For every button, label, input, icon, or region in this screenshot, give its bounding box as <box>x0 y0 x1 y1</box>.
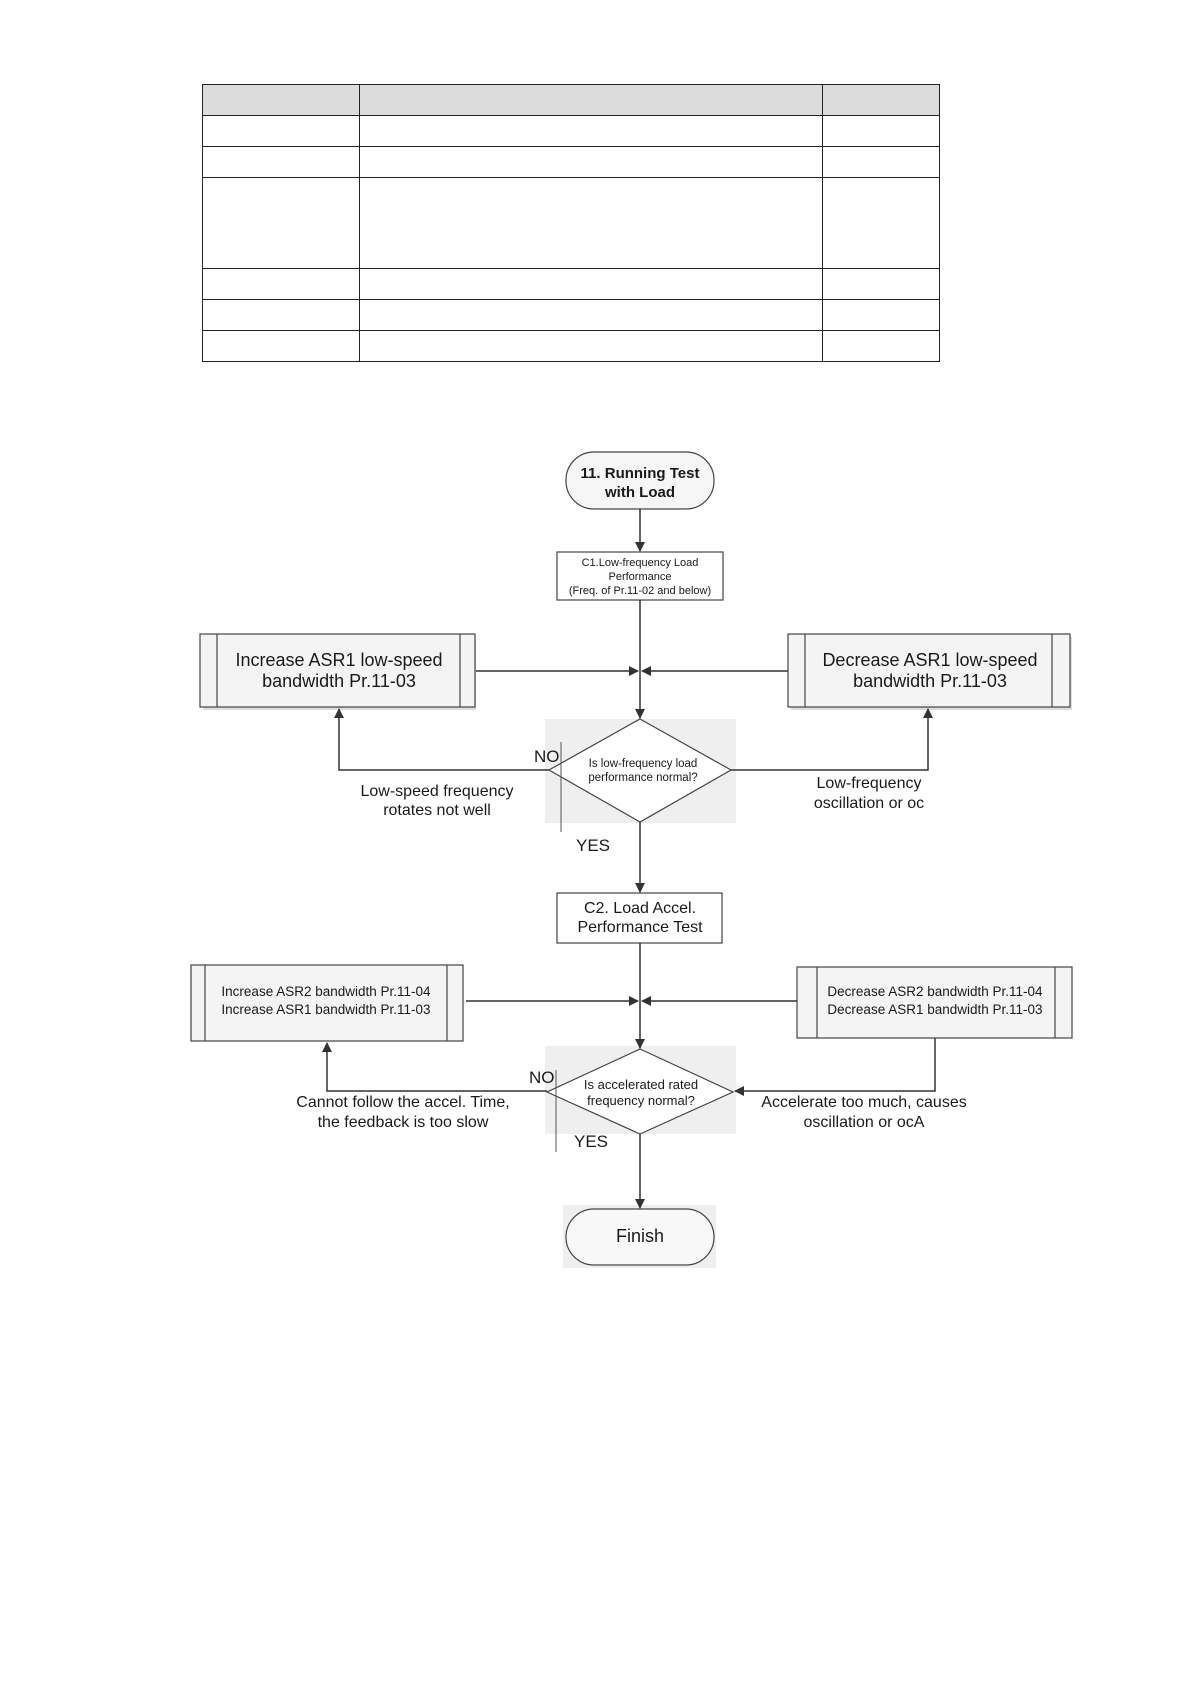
arrow-no2-to-increase-asr2 <box>322 1042 547 1092</box>
increase-asr2-line2: Increase ASR1 bandwidth Pr.11-03 <box>221 1002 430 1017</box>
yes1-label: YES <box>576 836 610 855</box>
increase-asr1-line2: bandwidth Pr.11-03 <box>262 671 416 691</box>
start-label-line1: 11. Running Test <box>581 465 700 482</box>
cannot-follow-note-line1: Cannot follow the accel. Time, <box>296 1094 509 1111</box>
connectors <box>322 509 936 1209</box>
decision1-diamond: Is low-frequency load performance normal… <box>547 718 733 823</box>
table-cell <box>202 177 360 269</box>
finish-terminal: Finish <box>565 1208 715 1266</box>
decrease-asr2-box: Decrease ASR2 bandwidth Pr.11-04 Decreas… <box>796 966 1073 1039</box>
start-label-line2: with Load <box>604 484 675 501</box>
c2-label-line2: Performance Test <box>577 919 703 936</box>
increase-asr2-box: Increase ASR2 bandwidth Pr.11-04 Increas… <box>190 964 464 1042</box>
decrease-asr2-line1: Decrease ASR2 bandwidth Pr.11-04 <box>827 984 1043 999</box>
table-cell <box>822 330 940 362</box>
table-header-cell <box>202 84 360 116</box>
table-cell <box>822 268 940 300</box>
c1-label-line2: Performance <box>609 571 672 583</box>
table-row <box>202 177 940 269</box>
c2-load-accel-box: C2. Load Accel. Performance Test <box>556 892 723 944</box>
accelerate-note-line1: Accelerate too much, causes <box>761 1094 966 1111</box>
no2-label: NO <box>529 1068 555 1087</box>
low-freq-note-line2: oscillation or oc <box>814 795 924 812</box>
decision2-line2: frequency normal? <box>587 1093 695 1108</box>
table-cell <box>822 146 940 178</box>
c2-label-line1: C2. Load Accel. <box>584 900 696 917</box>
c1-label-line1: C1.Low-frequency Load <box>582 557 699 569</box>
table-cell <box>359 330 823 362</box>
arrow-no1-to-increase-asr1 <box>334 708 549 771</box>
arrow-decision1-to-decrease-asr1 <box>731 708 933 771</box>
table-cell <box>359 177 823 269</box>
table-cell <box>202 146 360 178</box>
c1-label-line3: (Freq. of Pr.11-02 and below) <box>569 585 711 597</box>
low-speed-note-line2: rotates not well <box>383 802 491 819</box>
table-cell <box>822 177 940 269</box>
decrease-asr1-line2: bandwidth Pr.11-03 <box>853 671 1007 691</box>
decision2-diamond: Is accelerated rated frequency normal? <box>545 1048 735 1135</box>
cannot-follow-note-line2: the feedback is too slow <box>318 1114 489 1131</box>
parameter-table <box>202 84 940 362</box>
no1-label: NO <box>534 747 560 766</box>
decision1-line1: Is low-frequency load <box>589 758 698 770</box>
table-cell <box>822 115 940 147</box>
low-freq-note-line1: Low-frequency <box>817 775 922 792</box>
table-row <box>202 146 940 178</box>
decision1-line2: performance normal? <box>588 772 697 784</box>
increase-asr1-line1: Increase ASR1 low-speed <box>235 650 442 670</box>
c1-low-frequency-box: C1.Low-frequency Load Performance (Freq.… <box>556 551 724 601</box>
finish-label: Finish <box>616 1226 664 1246</box>
increase-asr1-box: Increase ASR1 low-speed bandwidth Pr.11-… <box>199 633 476 710</box>
table-row <box>202 268 940 300</box>
table-body <box>202 115 940 362</box>
decrease-asr1-box: Decrease ASR1 low-speed bandwidth Pr.11-… <box>787 633 1072 710</box>
increase-asr2-line1: Increase ASR2 bandwidth Pr.11-04 <box>221 984 431 999</box>
decrease-asr1-line1: Decrease ASR1 low-speed <box>822 650 1037 670</box>
low-speed-note-line1: Low-speed frequency <box>361 783 514 800</box>
table-header-cell <box>822 84 940 116</box>
decrease-asr2-line2: Decrease ASR1 bandwidth Pr.11-03 <box>827 1002 1042 1017</box>
accelerate-note-line2: oscillation or ocA <box>804 1114 925 1131</box>
table-cell <box>359 115 823 147</box>
arrow-decrease-asr2-to-decision2 <box>734 1038 936 1096</box>
start-terminal: 11. Running Test with Load <box>565 451 715 510</box>
table-row <box>202 330 940 362</box>
decision2-line1: Is accelerated rated <box>584 1077 698 1092</box>
yes2-label: YES <box>574 1132 608 1151</box>
